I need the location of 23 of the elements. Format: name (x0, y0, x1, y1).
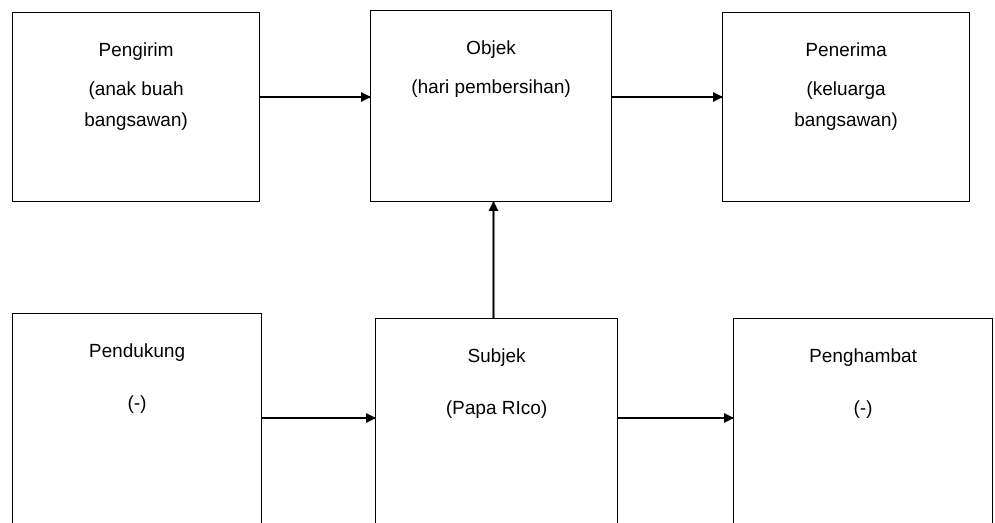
actant-role: Penerima (805, 39, 887, 63)
actant-value: (-) (854, 397, 872, 421)
arrow (618, 413, 734, 423)
actant-role: Subjek (467, 345, 526, 369)
actant-role: Pendukung (88, 340, 186, 364)
actant-value: (-) (128, 392, 146, 416)
actant-value: (anak buah bangsawan) (83, 78, 189, 133)
actant-role: Pengirim (98, 39, 174, 63)
actant-value: (keluarga bangsawan) (793, 78, 899, 133)
actant-role: Penghambat (809, 345, 917, 369)
arrow (260, 92, 371, 102)
arrow (488, 201, 498, 318)
arrow (262, 413, 376, 423)
actant-box (722, 12, 970, 202)
actant-box (375, 318, 618, 523)
actant-box (12, 313, 262, 523)
actant-value: (Papa RIco) (446, 397, 548, 421)
arrow (612, 92, 723, 102)
actant-role: Objek (466, 37, 516, 61)
actant-value: (hari pembersihan) (411, 76, 571, 100)
actant-box (12, 12, 260, 202)
actant-box (370, 10, 612, 202)
actant-box (733, 318, 993, 523)
